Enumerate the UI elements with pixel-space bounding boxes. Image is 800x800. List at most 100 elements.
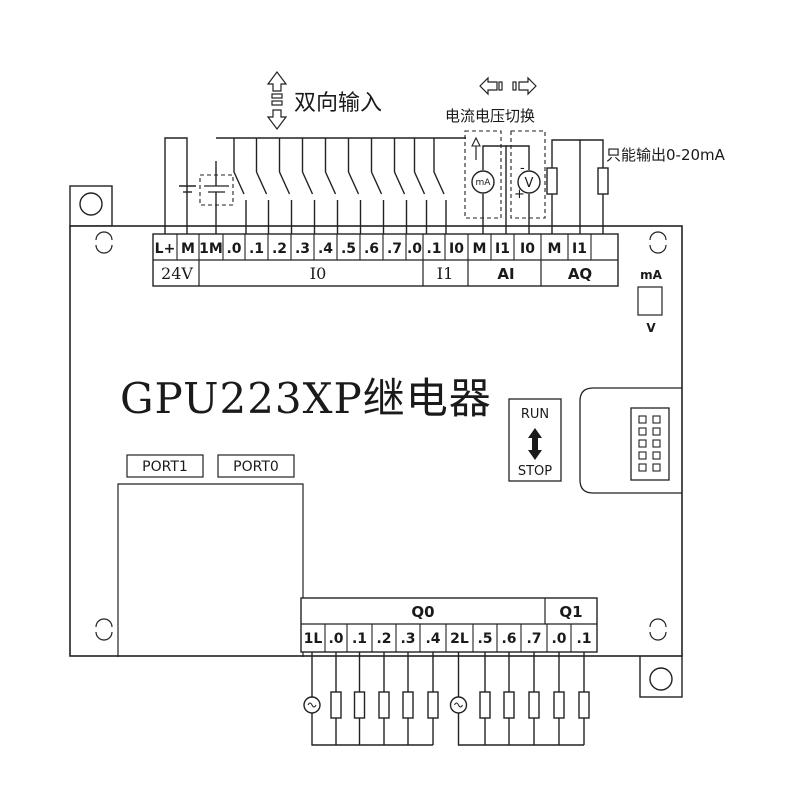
port0-label: PORT0 bbox=[233, 459, 279, 475]
up-down-arrow-icon bbox=[528, 428, 542, 460]
top-terminal-cell[interactable]: L+ bbox=[155, 241, 176, 257]
mount-hole-top-left bbox=[79, 192, 103, 216]
output-load-resistor bbox=[353, 691, 366, 719]
output-load-resistor bbox=[330, 691, 342, 719]
left-arrow-icon bbox=[479, 76, 498, 96]
top-terminal-cell[interactable]: .1 bbox=[249, 241, 264, 257]
bottom-terminal-cell[interactable]: .1 bbox=[352, 631, 367, 647]
top-terminal-cell[interactable]: I0 bbox=[449, 241, 464, 257]
output-load-resistor bbox=[553, 691, 565, 719]
top-terminal-cell[interactable]: .4 bbox=[318, 241, 333, 257]
bottom-terminal-cell[interactable]: .6 bbox=[501, 631, 516, 647]
mount-tab-top-left bbox=[69, 185, 113, 227]
bottom-terminal-frame bbox=[300, 597, 598, 653]
top-terminal-cell[interactable]: .0 bbox=[226, 241, 241, 257]
top-terminal-cell[interactable]: .5 bbox=[341, 241, 356, 257]
connector-pin bbox=[638, 463, 647, 472]
top-terminal-cell[interactable]: .6 bbox=[364, 241, 379, 257]
v-label: V bbox=[646, 321, 656, 335]
aq-resistor-1 bbox=[546, 167, 558, 195]
connector-pin bbox=[638, 439, 647, 448]
group-label-q0: Q0 bbox=[411, 603, 434, 621]
connector-pin bbox=[652, 415, 661, 424]
voltmeter-label: V bbox=[525, 176, 534, 191]
connector-pin bbox=[652, 451, 661, 460]
top-terminal-cell[interactable]: .7 bbox=[387, 241, 402, 257]
input-switch-contact bbox=[433, 171, 445, 195]
voltmeter-symbol bbox=[517, 170, 541, 194]
connector-pin bbox=[652, 427, 661, 436]
port-area-outline bbox=[117, 483, 304, 657]
bottom-terminal-cell[interactable]: 1L bbox=[304, 631, 323, 647]
input-switch-contact bbox=[347, 171, 360, 195]
ammeter-label: mA bbox=[476, 178, 492, 188]
top-terminal-cell[interactable]: I1 bbox=[495, 241, 510, 257]
expansion-connector[interactable] bbox=[630, 407, 670, 481]
group-label-i0: I0 bbox=[310, 264, 327, 283]
input-switch-contact bbox=[233, 171, 245, 195]
bidir-arrows bbox=[266, 71, 288, 130]
bottom-terminal-cell[interactable]: .4 bbox=[425, 631, 440, 647]
right-arrow-icon bbox=[518, 76, 537, 96]
bottom-terminal-cell[interactable]: .0 bbox=[551, 631, 566, 647]
group-label-q1: Q1 bbox=[559, 603, 582, 621]
top-terminal-cell[interactable]: .2 bbox=[272, 241, 287, 257]
switch-arrows bbox=[479, 76, 537, 96]
port0-box[interactable] bbox=[217, 454, 295, 478]
current-voltage-switch-label: 电流电压切换 bbox=[445, 107, 535, 125]
output-load-resistor bbox=[427, 691, 439, 719]
mount-tab-bottom-right bbox=[639, 654, 683, 698]
top-terminal-cell[interactable]: 1M bbox=[199, 241, 223, 257]
board-outline bbox=[69, 225, 683, 657]
run-label: RUN bbox=[521, 407, 549, 422]
output-only-label: 只能输出0-20mA bbox=[606, 146, 726, 164]
top-terminal-cell[interactable]: M bbox=[548, 241, 562, 257]
top-terminal-cell[interactable]: I1 bbox=[572, 241, 587, 257]
connector-pin bbox=[638, 451, 647, 460]
group-label-24v: 24V bbox=[161, 264, 193, 283]
screw-top-right bbox=[649, 244, 667, 254]
top-terminal-cell[interactable]: M bbox=[181, 241, 195, 257]
bottom-terminal-cell[interactable]: 2L bbox=[450, 631, 469, 647]
port1-box[interactable] bbox=[126, 454, 204, 478]
expansion-bay bbox=[579, 387, 682, 494]
top-terminal-cell[interactable]: .0 bbox=[407, 241, 422, 257]
bottom-terminal-strip: 1L .0 .1 .2 .3 .4 2L .5 .6 .7 .0 .1 Q0 Q1 bbox=[300, 597, 598, 653]
mount-hole-bottom-right bbox=[649, 667, 673, 691]
bottom-terminal-cell[interactable]: .1 bbox=[576, 631, 591, 647]
port1-label: PORT1 bbox=[142, 459, 188, 475]
input-switch-contact bbox=[255, 171, 268, 195]
ammeter-symbol bbox=[471, 170, 495, 194]
input-switch-contact bbox=[413, 171, 426, 195]
output-load-resistor bbox=[578, 691, 590, 719]
bidir-input-label: 双向输入 bbox=[294, 91, 382, 116]
group-label-i1: I1 bbox=[437, 264, 454, 283]
output-load-resistor bbox=[378, 691, 390, 719]
screw-bottom-right bbox=[649, 631, 667, 641]
plus-sign: + bbox=[514, 187, 525, 202]
bottom-terminal-cell[interactable]: .0 bbox=[328, 631, 343, 647]
input-switch-contact bbox=[324, 171, 337, 195]
top-terminal-cell[interactable]: .3 bbox=[295, 241, 310, 257]
top-terminal-cell[interactable]: I0 bbox=[520, 241, 535, 257]
input-switch-contact bbox=[393, 171, 406, 195]
group-label-ai: AI bbox=[497, 265, 514, 283]
ma-label: mA bbox=[640, 268, 663, 282]
group-label-aq: AQ bbox=[568, 265, 592, 283]
input-switch-contact bbox=[301, 171, 314, 195]
output-load-resistor bbox=[503, 691, 515, 719]
top-terminal-cell[interactable]: M bbox=[473, 241, 487, 257]
down-arrow-icon bbox=[266, 109, 288, 130]
bottom-terminal-cell[interactable]: .2 bbox=[376, 631, 391, 647]
stop-label: STOP bbox=[518, 464, 552, 479]
bottom-terminal-cell[interactable]: .5 bbox=[477, 631, 492, 647]
connector-pin bbox=[638, 427, 647, 436]
top-terminal-cell[interactable]: .1 bbox=[426, 241, 441, 257]
connector-pin bbox=[652, 439, 661, 448]
top-wiring bbox=[164, 130, 609, 234]
ma-v-selector-switch[interactable] bbox=[637, 286, 663, 316]
bottom-terminal-cell[interactable]: .7 bbox=[526, 631, 541, 647]
bottom-terminal-cell[interactable]: .3 bbox=[400, 631, 415, 647]
